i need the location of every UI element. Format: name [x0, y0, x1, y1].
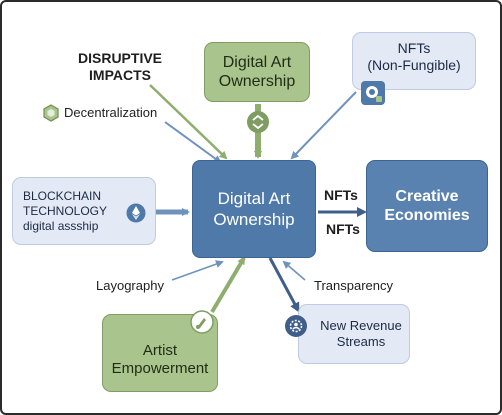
hexagon-icon: [42, 104, 60, 122]
node-top-line1: Digital Art: [222, 54, 292, 71]
arrow-center-to-revenue: [268, 257, 300, 313]
label-decentralization: Decentralization: [64, 105, 158, 120]
arrow-layography-to-center: [171, 260, 224, 281]
ethereum-icon: [126, 203, 146, 223]
node-top-line2: Ownership: [218, 73, 296, 90]
label-nfts-upper: NFTs: [324, 187, 358, 203]
node-nfts-line2: (Non-Fungible): [367, 57, 461, 73]
label-disruptive-impacts: DISRUPTIVE IMPACTS: [78, 50, 162, 84]
arrow-transparency-to-center: [282, 260, 306, 281]
arrow-disruptive-to-center: [149, 84, 228, 160]
gear-people-icon: [284, 314, 308, 338]
node-new-revenue-streams: New Revenue Streams: [298, 304, 410, 364]
node-revenue-line2: Streams: [336, 334, 386, 349]
brush-icon: [190, 310, 214, 334]
label-disruptive-line1: DISRUPTIVE: [78, 50, 163, 66]
arrow-nfts-box-to-center: [290, 91, 357, 160]
arrows-circle-icon: [246, 110, 270, 134]
node-artist-line1: Artist: [142, 342, 178, 359]
node-artist-line2: Empowerment: [111, 360, 209, 377]
node-creative-line1: Creative: [395, 188, 459, 205]
label-transparency: Transparency: [314, 278, 393, 293]
arrow-artist-to-center: [210, 256, 246, 314]
arrow-decentralization-to-center: [164, 121, 222, 164]
node-center-line2: Ownership: [213, 210, 295, 229]
node-center-digital-art-ownership: Digital Art Ownership: [192, 160, 316, 258]
node-top-digital-art-ownership: Digital Art Ownership: [204, 42, 310, 102]
node-blockchain-line3: digital assship: [23, 218, 99, 233]
label-layography: Layography: [96, 278, 164, 293]
label-disruptive-line2: IMPACTS: [89, 67, 151, 83]
node-blockchain-line1: BLOCKCHAIN: [23, 188, 102, 203]
node-nfts-non-fungible: NFTs (Non-Fungible): [352, 32, 476, 90]
label-nfts-lower: NFTs: [326, 221, 360, 237]
node-creative-line2: Economies: [384, 207, 470, 224]
node-creative-economies: Creative Economies: [366, 160, 488, 252]
node-nfts-line1: NFTs: [397, 40, 431, 56]
eye-badge-icon: [360, 80, 386, 106]
node-blockchain-line2: TECHNOLOGY: [23, 203, 108, 218]
node-center-line1: Digital Art: [217, 189, 291, 208]
node-revenue-line1: New Revenue: [320, 318, 402, 333]
